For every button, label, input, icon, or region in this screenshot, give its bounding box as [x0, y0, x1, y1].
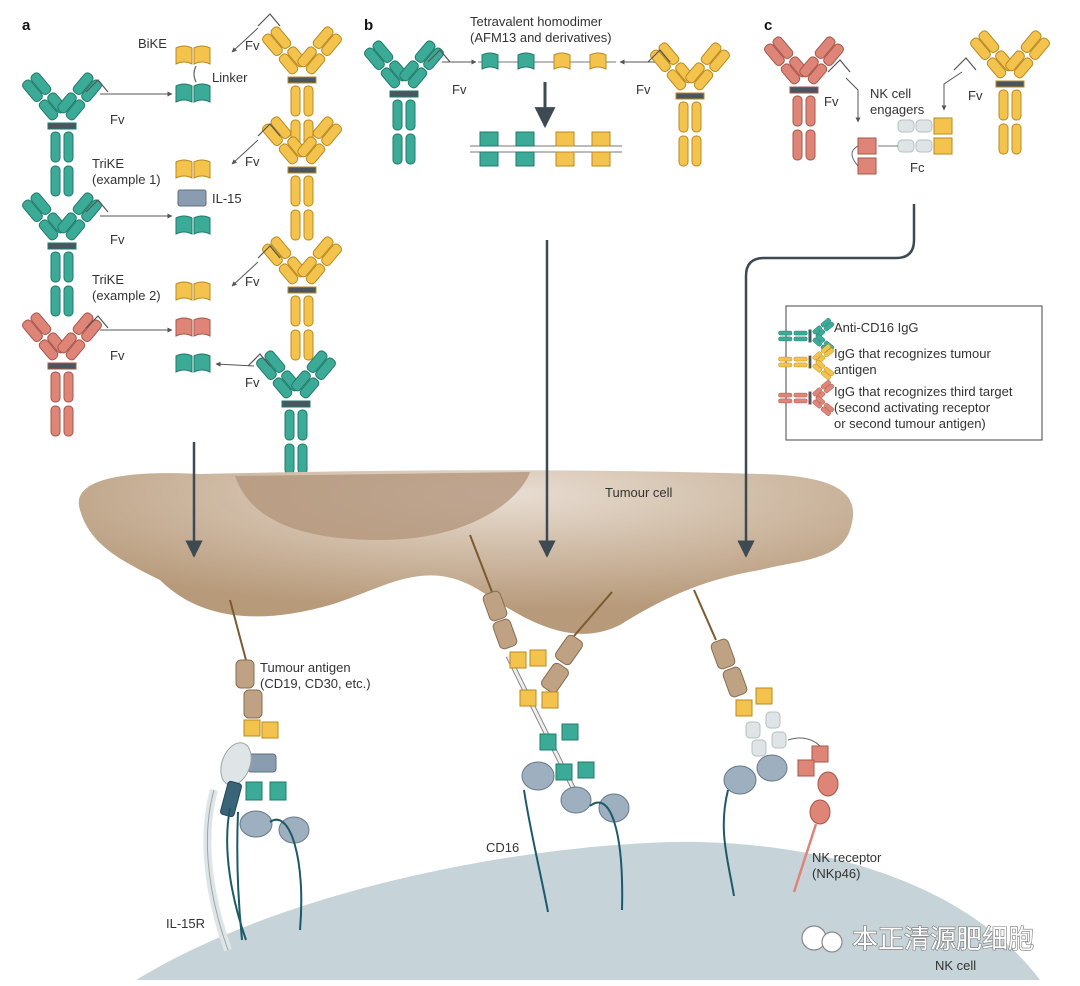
fv-label: Fv: [824, 94, 839, 109]
trike-2-sublabel: (example 2): [92, 288, 161, 303]
panel-label-b: b: [364, 17, 373, 34]
nk-cell-label: NK cell: [935, 958, 976, 973]
fv-label: Fv: [110, 232, 125, 247]
teal-antibody-icon: [254, 348, 338, 475]
panel-b: Tetravalent homodimer (AFM13 and derivat…: [362, 14, 732, 167]
panel-a: Fv BiKE Linker Fv Fv TriKE (example 1) I…: [20, 13, 344, 475]
tetravalent-title: Tetravalent homodimer: [470, 14, 603, 29]
nk-receptor-label: NK receptor: [812, 850, 882, 865]
il15-block: [177, 189, 207, 207]
synapse-a: [203, 599, 310, 952]
tetravalent-strand-top: [481, 52, 607, 70]
fv-bracket: [257, 13, 281, 27]
bike-label: BiKE: [138, 36, 167, 51]
teal-domain-icon: [175, 83, 211, 103]
legend-item-3-line-2: (second activating receptor: [834, 400, 991, 415]
legend-item-3-line-1: IgG that recognizes third target: [834, 384, 1013, 399]
synapse-c: [693, 589, 839, 897]
arrow-c: [737, 204, 916, 558]
fv-label: Fv: [636, 82, 651, 97]
salmon-domain-icon: [175, 317, 211, 337]
nk-engager-construct: [851, 117, 953, 175]
tetravalent-subtitle: (AFM13 and derivatives): [470, 30, 612, 45]
yellow-domain-icon: [175, 281, 211, 301]
il15r-label: IL-15R: [166, 916, 205, 931]
nk-cell-membrane: [136, 841, 1040, 980]
tetravalent-dimer: [470, 131, 622, 167]
legend-item-2-line-2: antigen: [834, 362, 877, 377]
nk-engagers-label-2: engagers: [870, 102, 925, 117]
watermark-text: 本正清源肥细胞: [852, 925, 1034, 955]
fv-label: Fv: [245, 375, 260, 390]
watermark: 本正清源肥细胞: [801, 924, 1035, 956]
fv-label: Fv: [245, 154, 260, 169]
fv-label: Fv: [245, 38, 260, 53]
panel-label-c: c: [764, 17, 772, 34]
legend-item-1: Anti-CD16 IgG: [834, 320, 919, 335]
fv-label: Fv: [968, 88, 983, 103]
salmon-antibody-icon: [20, 310, 104, 437]
tumour-antigen-sublabel: (CD19, CD30, etc.): [260, 676, 371, 691]
fv-label: Fv: [110, 348, 125, 363]
synapse-b: [469, 534, 630, 913]
yellow-domain-icon: [175, 45, 211, 65]
teal-domain-icon: [175, 215, 211, 235]
tumour-nucleus: [235, 472, 530, 540]
trike-1-label: TriKE: [92, 156, 124, 171]
teal-antibody-icon: [20, 70, 104, 197]
teal-antibody-icon: [20, 190, 104, 317]
fv-bracket: [953, 57, 977, 71]
nk-receptor-sublabel: (NKp46): [812, 866, 860, 881]
fv-label: Fv: [452, 82, 467, 97]
legend-item-2-line-1: IgG that recognizes tumour: [834, 346, 991, 361]
panel-label-a: a: [22, 17, 31, 34]
legend: Anti-CD16 IgG IgG that recognizes tumour…: [778, 305, 1043, 441]
cd16-label: CD16: [486, 840, 519, 855]
tumour-cell-label: Tumour cell: [605, 485, 673, 500]
tumour-antigen-label: Tumour antigen: [260, 660, 351, 675]
yellow-antibody-icon: [260, 114, 344, 241]
fv-label: Fv: [110, 112, 125, 127]
trike-1-sublabel: (example 1): [92, 172, 161, 187]
fc-label: Fc: [910, 160, 925, 175]
trike-2-label: TriKE: [92, 272, 124, 287]
chat-bubble-icon: [821, 931, 843, 953]
yellow-antibody-icon: [260, 234, 344, 361]
yellow-domain-icon: [175, 159, 211, 179]
linker-label: Linker: [212, 70, 248, 85]
teal-domain-icon: [175, 353, 211, 373]
nk-engagers-label-1: NK cell: [870, 86, 911, 101]
il15-label: IL-15: [212, 191, 242, 206]
fv-label: Fv: [245, 274, 260, 289]
yellow-antibody-icon: [648, 40, 732, 167]
panel-c: Fv NK cell engagers Fv Fc: [762, 28, 1052, 175]
legend-item-3-line-3: or second tumour antigen): [834, 416, 986, 431]
